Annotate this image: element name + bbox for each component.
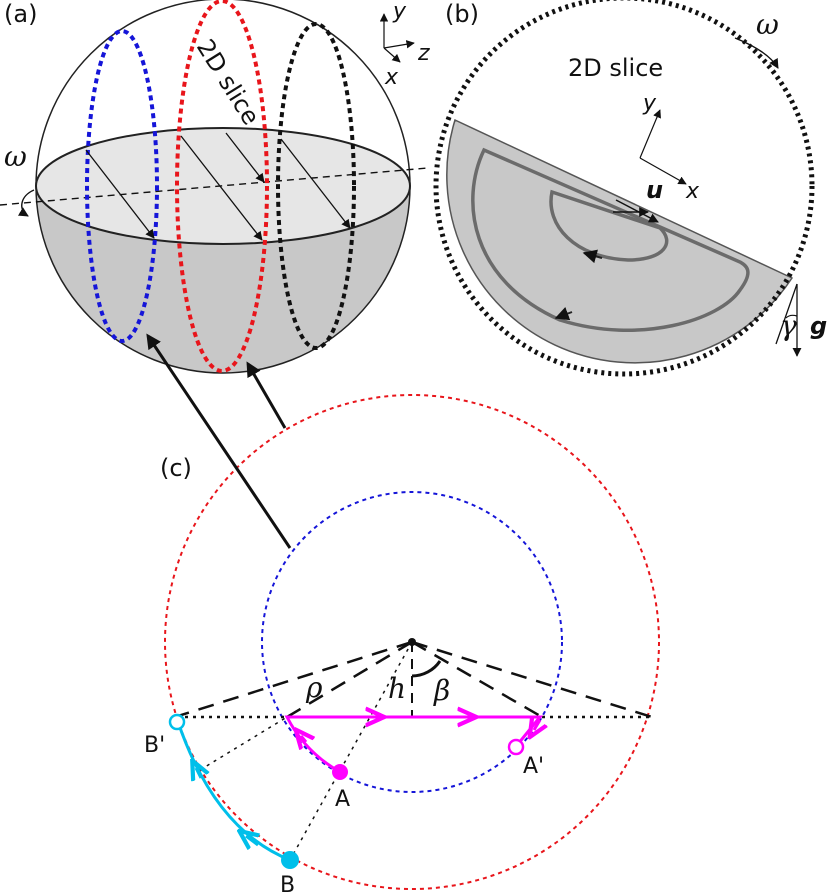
outer-streamline-arrow [554, 307, 573, 321]
gamma-arc [785, 314, 798, 319]
panel-c: (c) [144, 333, 660, 895]
red-loop-arrow-2 [225, 132, 265, 183]
dash-line-left-far [174, 640, 413, 719]
blue-loop-arrow [85, 149, 155, 239]
slice-label-a: 2D slice [191, 34, 265, 130]
h-label: h [388, 672, 406, 705]
omega-label-b: ω [756, 8, 779, 41]
axis-y-b [639, 109, 661, 159]
axis-x-label-a: x [384, 65, 399, 90]
point-A-prime [507, 738, 525, 756]
dotted-to-B [289, 641, 413, 861]
label-A-prime: A' [523, 754, 544, 779]
axis-z-a [383, 40, 415, 49]
inner-streamline-arrow [582, 249, 603, 264]
panel-b-label: (b) [445, 0, 479, 28]
blue-circle [261, 491, 563, 793]
beta-label: β [433, 674, 450, 707]
red-circle [164, 394, 660, 890]
axis-y-label-b: y [642, 91, 657, 116]
cyan-path [176, 721, 291, 862]
slice-title-b: 2D slice [568, 54, 663, 82]
pointer-arrow-red [246, 361, 287, 429]
dash-line-right-near [411, 640, 543, 719]
velocity-label: u [646, 176, 663, 204]
panel-a: (a) ω 2D slice y z x [0, 0, 430, 374]
tilt-line [775, 283, 798, 345]
panel-c-label: (c) [160, 454, 192, 482]
axis-x-b [639, 157, 687, 185]
panel-b: (b) u y x 2D slice ω γ g [433, 0, 827, 377]
red-loop-arrow-1 [180, 135, 263, 241]
axis-z-label-a: z [417, 41, 430, 66]
point-B-prime [168, 713, 186, 731]
beta-arc [411, 660, 442, 678]
axis-x-a [383, 47, 401, 63]
label-B-prime: B' [144, 733, 165, 758]
pointer-arrow-blue [146, 333, 292, 549]
axis-x-label-b: x [685, 179, 700, 204]
rho-label: ρ [305, 671, 323, 704]
gamma-label: γ [780, 309, 797, 342]
point-B [281, 851, 299, 869]
black-loop-arrow [280, 138, 351, 229]
magenta-path [284, 715, 544, 774]
panel-a-label: (a) [4, 0, 37, 28]
axis-y-label-a: y [392, 0, 407, 24]
u-arrow-2 [615, 199, 659, 223]
outer-streamline [471, 147, 750, 332]
dotted-to-Bp [199, 716, 288, 771]
label-B: B [280, 873, 295, 895]
inner-streamline [549, 189, 669, 262]
magenta-arrow-4 [534, 720, 540, 730]
sphere-outline [35, 0, 411, 374]
omega-rotation-arrow-b [734, 37, 779, 69]
magenta-arrow-1 [301, 736, 306, 742]
point-A [332, 764, 348, 780]
blue-slice-loop [85, 29, 159, 343]
label-A: A [335, 787, 350, 812]
cyan-arrow-1 [246, 836, 258, 845]
cyan-arrow-2 [196, 768, 201, 778]
omega-label-a: ω [4, 140, 27, 173]
slice-circle [433, 0, 815, 377]
fluid-region [446, 118, 794, 364]
dash-line-right-far [411, 640, 653, 719]
red-slice-loop [175, 0, 269, 373]
gravity-label: g [810, 312, 827, 340]
omega-rotation-arrow [17, 189, 35, 217]
black-slice-loop [276, 22, 356, 350]
